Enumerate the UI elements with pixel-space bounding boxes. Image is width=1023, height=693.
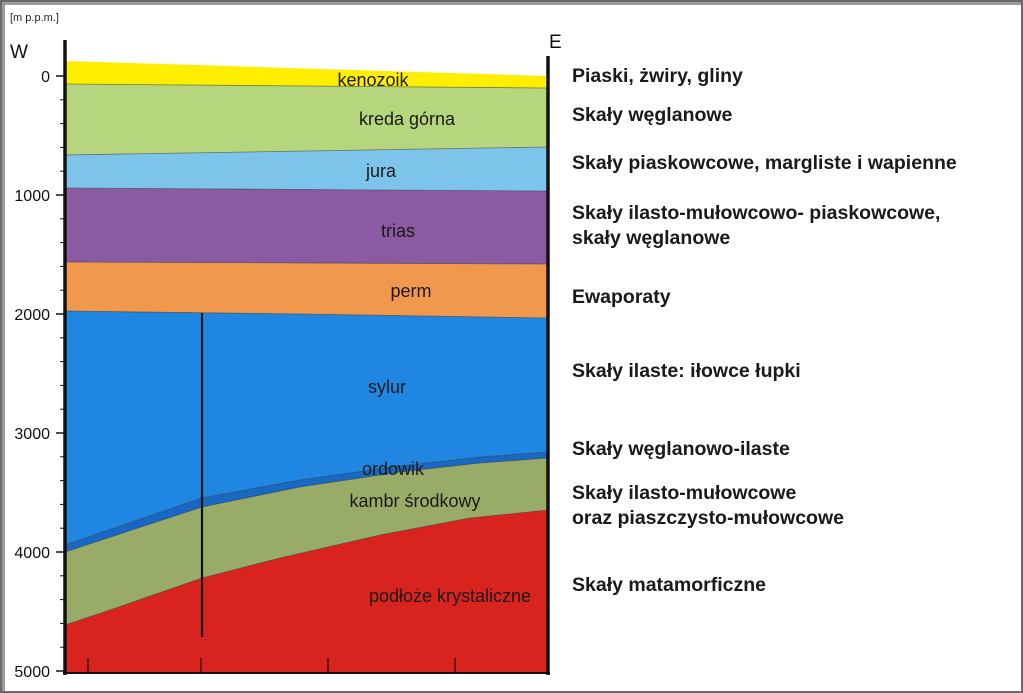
layer-label-kreda-gorna: kreda górna <box>359 109 456 129</box>
layer-label-sylur: sylur <box>368 377 406 397</box>
layer-cenozoic <box>65 61 548 88</box>
description-skaly-weglanowo-ilaste: Skały węglanowo-ilaste <box>572 438 790 460</box>
depth-tick-label: 4000 <box>14 545 50 562</box>
description-piaski: Piaski, żwiry, gliny <box>572 65 743 87</box>
layer-jurassic <box>65 147 548 191</box>
layer-label-kambr-srodkowy: kambr środkowy <box>349 491 480 511</box>
layer-label-kenozoik: kenozoik <box>337 70 409 90</box>
depth-tick-label: 2000 <box>14 307 50 324</box>
bottom-ticks <box>87 658 456 673</box>
layer-label-ordowik: ordowik <box>362 459 425 479</box>
layer-label-trias: trias <box>381 221 415 241</box>
depth-tick-label: 0 <box>41 69 50 86</box>
description-mulowcowe-line2: oraz piaszczysto-mułowcowe <box>572 507 844 529</box>
description-skaly-weglanowe: Skały węglanowe <box>572 104 733 126</box>
depth-tick-label: 5000 <box>14 664 50 681</box>
depth-major-ticks <box>56 75 65 672</box>
description-skaly-matamorficzne: Skały matamorficzne <box>572 574 767 596</box>
layer-permian <box>65 262 548 318</box>
depth-minor-ticks <box>60 99 65 648</box>
description-skaly-ilasto-line1: Skały ilasto-mułowcowo- piaskowcowe, <box>572 202 941 224</box>
east-label: E <box>549 32 562 53</box>
layer-label-jura: jura <box>365 161 397 181</box>
description-ewaporaty: Ewaporaty <box>572 286 671 308</box>
depth-tick-label: 3000 <box>14 426 50 443</box>
layer-crystalline-basement <box>65 510 548 672</box>
layer-label-perm: perm <box>390 281 431 301</box>
west-label: W <box>10 42 28 63</box>
unit-label: [m p.p.m.] <box>10 12 59 24</box>
layer-triassic <box>65 188 548 264</box>
layer-silurian <box>65 311 548 545</box>
depth-tick-label: 1000 <box>14 188 50 205</box>
layer-upper-cretaceous <box>65 84 548 155</box>
description-skaly-ilaste: Skały ilaste: iłowce łupki <box>572 360 801 382</box>
description-skaly-piaskowcowe: Skały piaskowcowe, margliste i wapienne <box>572 152 957 174</box>
layer-boundaries <box>64 83 549 626</box>
description-mulowcowe-line1: Skały ilasto-mułowcowe <box>572 482 797 504</box>
description-skaly-ilasto-line2: skały węglanowe <box>572 227 731 249</box>
layer-label-podloze-krystaliczne: podłoże krystaliczne <box>369 586 531 606</box>
